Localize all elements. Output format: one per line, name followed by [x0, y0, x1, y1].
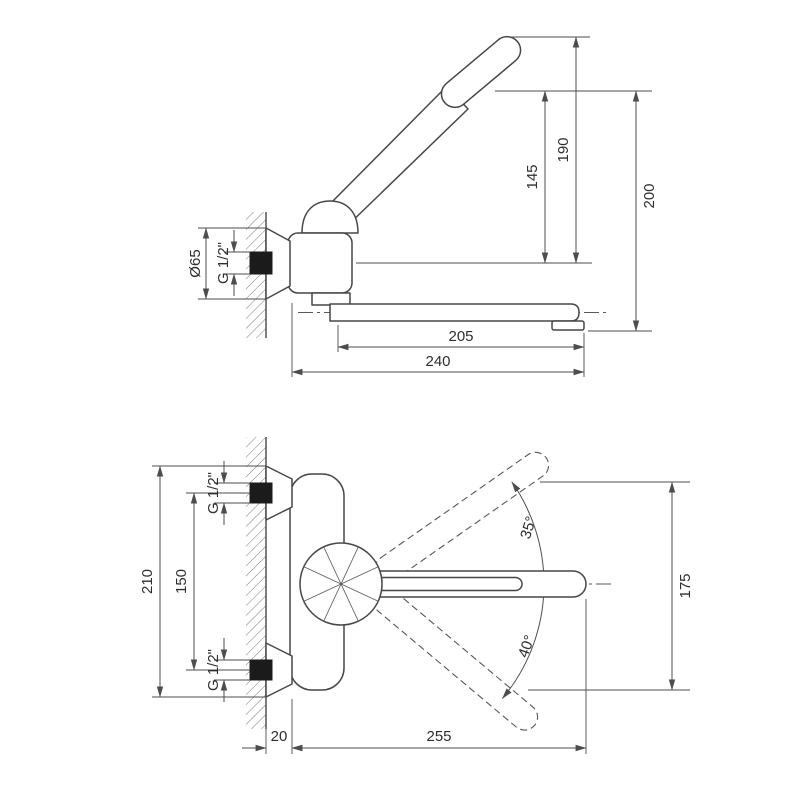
- dim-inlet-spacing: 150: [173, 569, 190, 594]
- dim-spout-reach: 255: [426, 728, 451, 745]
- spout-connector: [311, 292, 351, 306]
- inlet-fitting-top: [249, 482, 273, 504]
- spout-swing-down: [373, 587, 539, 731]
- wall-hatch: [246, 212, 266, 338]
- dim-swing-width: 175: [677, 573, 694, 598]
- dim-height-190: 190: [555, 137, 572, 162]
- side-view-dimensions: Ø65 G 1/2" 145 190 200 2: [187, 36, 658, 377]
- faucet-body: [287, 232, 353, 294]
- lever-grip: [440, 35, 522, 109]
- inlet-fitting-bottom: [249, 659, 273, 681]
- dim-flange-span: 210: [139, 569, 156, 594]
- dim-total-depth: 240: [425, 353, 450, 370]
- spout-outlet: [551, 320, 585, 331]
- spout: [329, 303, 580, 322]
- dome-facets: [303, 546, 379, 622]
- dim-flange-diameter: Ø65: [187, 249, 204, 277]
- dim-swing-angle-up: 35°: [517, 514, 540, 541]
- lever-top-view: [369, 576, 523, 592]
- cartridge-dome: [301, 200, 359, 234]
- dim-height-200: 200: [641, 183, 658, 208]
- dim-wall-offset: 20: [271, 728, 288, 745]
- dim-height-145: 145: [524, 164, 541, 189]
- dim-spout-length: 205: [448, 328, 473, 345]
- inlet-fitting: [249, 251, 273, 275]
- wall-hatch: [246, 437, 266, 729]
- plan-view: 35° 40° 210 150: [139, 437, 694, 754]
- swing-arc-40: [502, 583, 548, 699]
- wall-flange: [265, 227, 291, 300]
- dim-inlet-thread-top: G 1/2": [205, 472, 222, 514]
- plan-view-dimensions: 210 150 G 1/2" G 1/2" 175: [139, 461, 694, 754]
- dim-inlet-thread: G 1/2": [215, 242, 232, 284]
- dim-swing-angle-down: 40°: [515, 633, 539, 660]
- side-view: Ø65 G 1/2" 145 190 200 2: [187, 35, 658, 377]
- dim-inlet-thread-bottom: G 1/2": [205, 649, 222, 691]
